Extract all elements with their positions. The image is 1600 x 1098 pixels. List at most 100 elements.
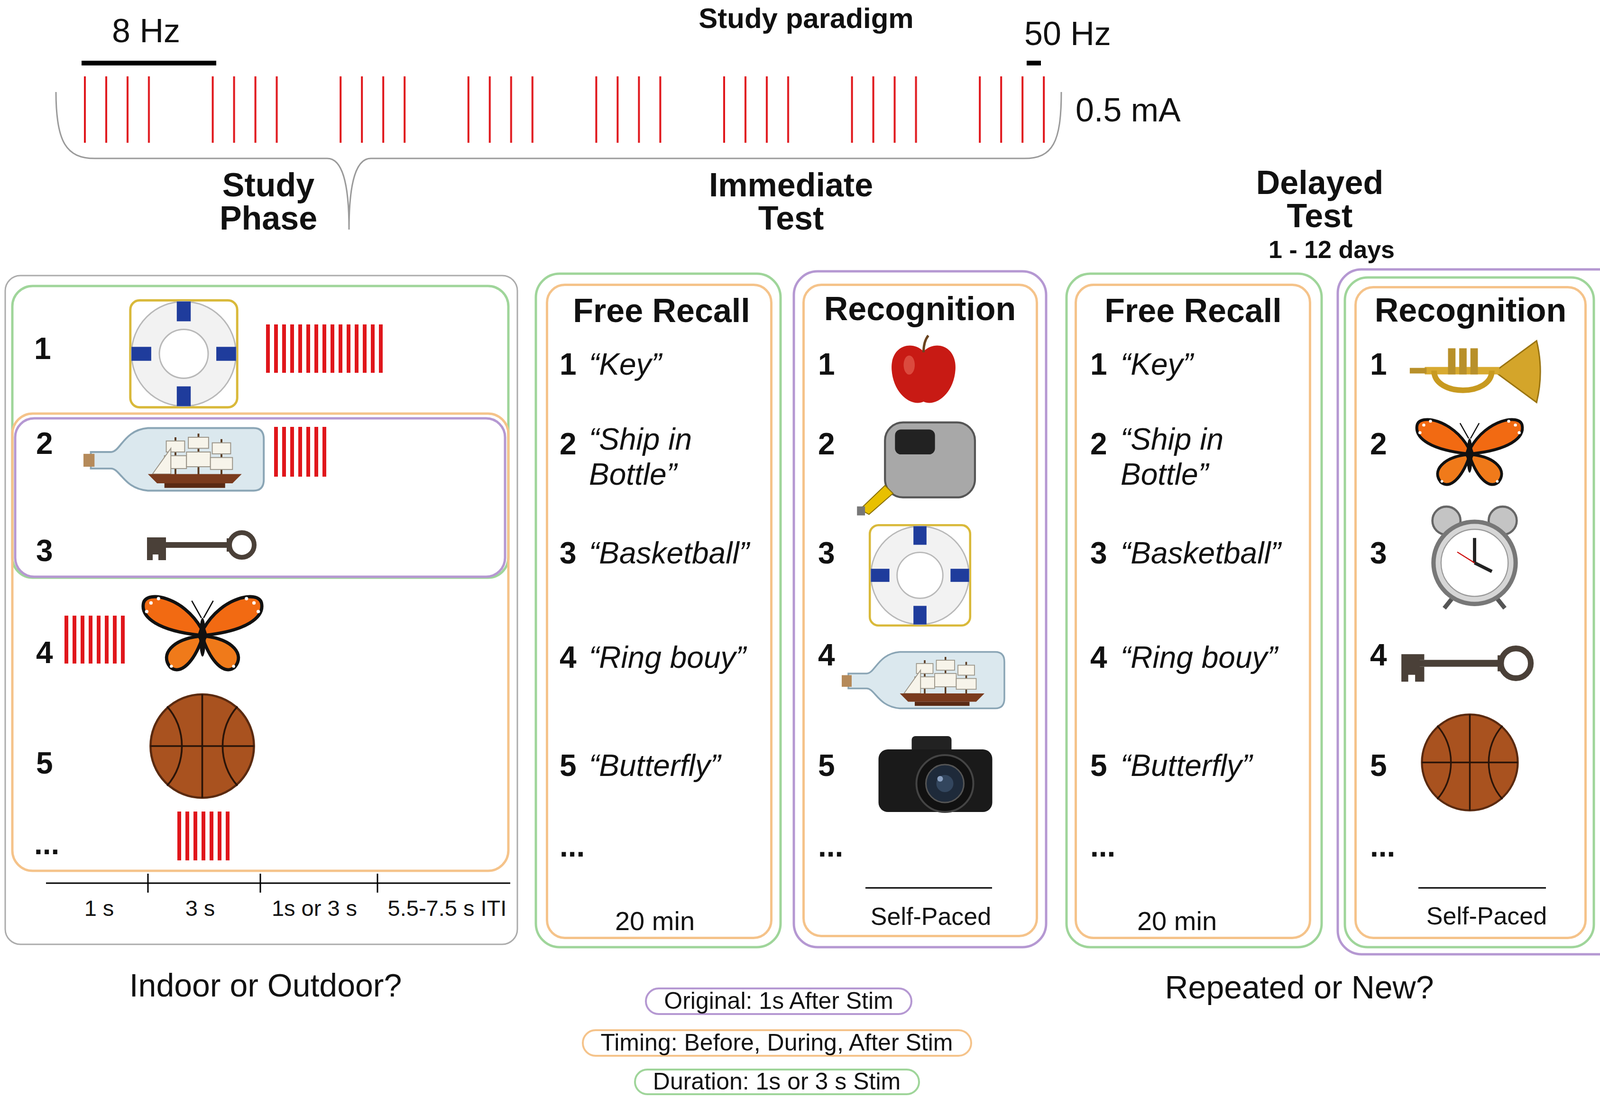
legend-text: Original: 1s After Stim	[663, 987, 894, 1015]
item-number: 2	[559, 426, 577, 462]
duration-label: 20 min	[1137, 905, 1217, 937]
phase-heading: Immediate Test	[708, 168, 874, 235]
duration-group-frame	[1066, 273, 1322, 948]
drawing-line	[147, 873, 149, 893]
trial-number: 3	[36, 533, 54, 569]
basketball-image	[150, 694, 254, 798]
recalled-word: “Ring bouy”	[588, 640, 746, 676]
trial-number: 4	[36, 635, 54, 671]
free-recall-box: Free Recall 1 “Key” 2 “Ship in Bottle” 3 “Bask…	[1074, 283, 1312, 939]
box-heading: Free Recall	[1104, 291, 1282, 331]
timeline-brace	[55, 91, 1062, 230]
time-label: 1s or 3 s	[271, 895, 358, 921]
original-group-frame	[15, 418, 506, 577]
frequency-label: 8 Hz	[111, 11, 181, 51]
response-line	[1418, 887, 1546, 889]
item-number: 3	[818, 535, 836, 571]
item-number: 3	[1370, 535, 1388, 571]
legend-pill: Timing: Before, During, After Stim	[581, 1029, 973, 1057]
frequency-bar	[81, 60, 217, 66]
trial-number: 2	[36, 426, 54, 462]
recalled-word: “Key”	[588, 347, 662, 383]
ship-bottle-image	[841, 652, 1005, 709]
amplitude-label: 0.5 mA	[1075, 91, 1181, 130]
task-question: Repeated or New?	[1164, 968, 1434, 1006]
frequency-bar	[1026, 60, 1041, 66]
recalled-word: “Butterfly”	[588, 748, 721, 784]
recognition-box: Recognition12345...Self-Paced	[802, 283, 1039, 938]
alarm-clock-image	[1432, 506, 1518, 608]
recognition-box: Recognition12345...Self-Paced	[1354, 285, 1587, 939]
stim-bar	[266, 324, 387, 373]
ellipsis: ...	[1090, 828, 1116, 865]
study-panel	[5, 275, 518, 945]
ring-buoy-image	[130, 300, 238, 407]
figure-title: Study paradigm	[698, 1, 914, 35]
item-number: 1	[559, 347, 577, 383]
delay-label: 1 - 12 days	[1268, 235, 1395, 265]
stim-bar	[274, 426, 331, 477]
legend-text: Duration: 1s or 3 s Stim	[652, 1067, 901, 1096]
apple-image	[891, 335, 956, 403]
original-group-frame	[1337, 269, 1600, 955]
duration-group-frame	[535, 273, 781, 948]
item-number: 3	[559, 535, 577, 571]
item-number: 5	[818, 748, 836, 784]
recalled-word: “Butterfly”	[1120, 748, 1252, 784]
item-number: 5	[1370, 748, 1388, 784]
time-label: 5.5-7.5 s ITI	[387, 895, 507, 921]
phase-heading: Delayed Test	[1256, 165, 1384, 233]
legend-pill: Original: 1s After Stim	[644, 987, 913, 1015]
frequency-label: 50 Hz	[1024, 14, 1112, 54]
recalled-word: “Ring bouy”	[1120, 640, 1278, 676]
recalled-word: “Basketball”	[588, 535, 750, 571]
timing-group-frame	[12, 413, 509, 871]
box-heading: Recognition	[824, 289, 1016, 329]
duration-label: 20 min	[615, 905, 695, 937]
trial-number: 5	[36, 745, 54, 782]
box-heading: Free Recall	[572, 291, 751, 331]
recalled-word: “Basketball”	[1120, 535, 1281, 571]
time-label: 1 s	[84, 895, 115, 921]
item-number: 2	[1090, 426, 1108, 462]
free-recall-box: Free Recall 1 “Key” 2 “Ship in Bottle” 3 “Bask…	[545, 283, 773, 939]
recalled-word: “Ship in Bottle”	[1120, 422, 1249, 492]
item-number: 5	[559, 748, 577, 784]
recalled-word: “Ship in Bottle”	[588, 422, 718, 492]
ship-bottle-image	[83, 428, 264, 491]
key-image	[1401, 648, 1531, 682]
legend-pill: Duration: 1s or 3 s Stim	[634, 1068, 920, 1095]
item-number: 4	[818, 637, 836, 673]
stim-bar	[64, 615, 129, 664]
response-line	[865, 887, 993, 889]
stim-bar	[177, 811, 234, 861]
pace-label: Self-Paced	[1426, 901, 1547, 931]
time-label: 3 s	[185, 895, 216, 921]
item-number: 1	[1090, 347, 1108, 383]
item-number: 2	[1370, 426, 1388, 462]
item-number: 3	[1090, 535, 1108, 571]
duration-group-frame	[1344, 277, 1594, 948]
butterfly-image	[143, 596, 262, 670]
pace-label: Self-Paced	[870, 902, 992, 931]
stim-pulse-train	[83, 76, 1047, 143]
ring-buoy-image	[869, 524, 971, 626]
recalled-word: “Key”	[1120, 347, 1194, 383]
drawing-line	[377, 873, 379, 893]
item-number: 1	[1370, 347, 1388, 383]
phase-heading: Study Phase	[219, 168, 318, 235]
ellipsis: ...	[559, 828, 585, 865]
box-heading: Recognition	[1374, 291, 1567, 330]
ellipsis: ...	[34, 826, 60, 862]
task-question: Indoor or Outdoor?	[129, 966, 403, 1004]
key-image	[147, 532, 255, 561]
basketball-image	[1421, 714, 1518, 810]
ellipsis: ...	[818, 828, 844, 865]
trumpet-image	[1409, 340, 1541, 403]
legend-text: Timing: Before, During, After Stim	[600, 1029, 954, 1057]
item-number: 5	[1090, 748, 1108, 784]
original-group-frame	[793, 271, 1047, 948]
trial-number: 1	[34, 331, 52, 367]
